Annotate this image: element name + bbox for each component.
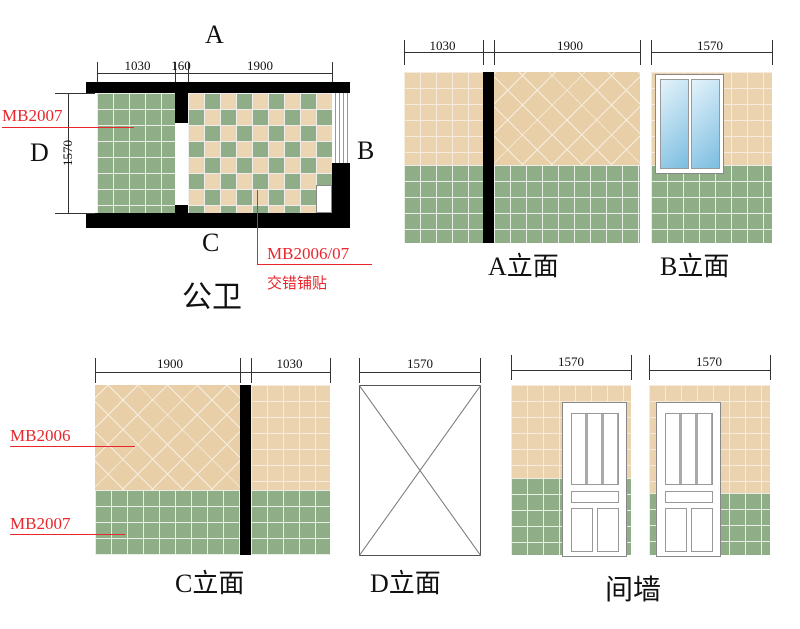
label-mb2007: MB2007	[2, 106, 63, 125]
dim-1570: 1570	[407, 356, 433, 371]
partition-title: 间墙	[605, 575, 662, 606]
label-mb2006: MB2006	[10, 426, 71, 445]
dim-160: 160	[171, 58, 191, 73]
dim-1030: 1030	[429, 38, 456, 53]
green-tile-area	[97, 93, 175, 213]
dim-1570: 1570	[696, 354, 722, 369]
door	[656, 402, 721, 557]
elevation-b-title: B立面	[660, 252, 730, 281]
dim-1030: 1030	[276, 356, 303, 371]
dim-1570: 1570	[60, 140, 75, 166]
empty-wall-cross	[359, 385, 481, 556]
side-c-label: C	[202, 228, 220, 257]
dim-1570: 1570	[558, 354, 584, 369]
elevation-d-title: D立面	[370, 569, 441, 598]
dim-1900: 1900	[157, 356, 183, 371]
dim-1030: 1030	[124, 58, 151, 73]
elevation-a-title: A立面	[488, 252, 559, 281]
dim-1900: 1900	[247, 58, 273, 73]
side-d-label: D	[30, 138, 49, 167]
label-mb2007: MB2007	[10, 514, 71, 533]
plan-title: 公卫	[182, 281, 242, 314]
elevation-c-title: C立面	[175, 569, 245, 598]
label-mb2006-07: MB2006/07	[267, 244, 350, 263]
window	[655, 74, 724, 174]
side-b-label: B	[357, 136, 375, 165]
dim-1900: 1900	[557, 38, 583, 53]
side-a-label: A	[205, 20, 224, 49]
fixture	[316, 185, 332, 213]
label-staggered: 交错铺贴	[267, 276, 328, 292]
dim-1570: 1570	[697, 38, 723, 53]
window	[332, 93, 350, 163]
checker-tile-area	[188, 93, 332, 213]
door	[562, 402, 627, 557]
